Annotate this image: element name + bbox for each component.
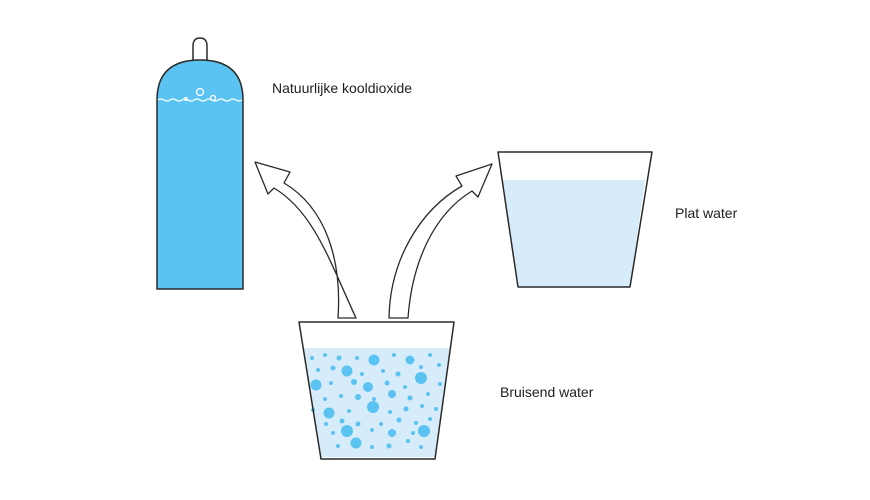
label-plain-water: Plat water — [675, 205, 738, 221]
bubble — [434, 407, 438, 411]
bubble — [339, 418, 345, 424]
bubble — [414, 421, 418, 425]
bubble — [388, 410, 392, 414]
bubble — [310, 356, 314, 360]
bubble — [350, 437, 362, 449]
glass-plain-water-icon — [497, 151, 653, 288]
bubble — [396, 417, 402, 423]
bubble — [368, 354, 380, 366]
bubble — [426, 392, 430, 396]
curved-arrow-icon — [254, 161, 357, 319]
bubble — [370, 428, 374, 432]
bubble — [405, 355, 415, 365]
bubble — [415, 372, 427, 384]
bubble — [438, 382, 442, 386]
bubble — [310, 379, 322, 391]
glass-sparkling-water-icon — [298, 321, 455, 460]
bubble — [395, 371, 401, 377]
bubble — [331, 431, 335, 435]
bubble — [419, 365, 423, 369]
bubble — [351, 379, 357, 385]
bubble — [386, 443, 392, 449]
bubble — [323, 353, 327, 357]
bubble — [341, 365, 353, 377]
bubble — [406, 439, 410, 443]
bubble — [379, 422, 383, 426]
bubble — [388, 390, 396, 398]
bubble — [339, 394, 343, 398]
bubble — [330, 365, 336, 371]
bubble — [381, 369, 385, 373]
bubble — [341, 425, 353, 437]
bubble — [324, 422, 328, 426]
bubble — [355, 356, 359, 360]
bubbles — [310, 353, 442, 449]
bubble — [347, 409, 351, 413]
bubble — [418, 425, 430, 437]
bubble — [363, 382, 373, 392]
bubble — [336, 444, 340, 448]
label-sparkling-water: Bruisend water — [500, 384, 594, 400]
bubble — [329, 381, 333, 385]
label-natural-co2: Natuurlijke kooldioxide — [272, 80, 413, 96]
bubble — [419, 445, 423, 449]
bubble — [360, 372, 364, 376]
curved-arrow-icon — [388, 163, 493, 319]
bubble — [420, 404, 424, 408]
bubble — [437, 363, 441, 367]
gas-cylinder-icon — [156, 37, 244, 290]
bubble — [316, 368, 320, 372]
bubble — [403, 406, 409, 412]
bubble — [323, 407, 335, 419]
bubble — [428, 353, 432, 357]
bubble — [407, 395, 413, 401]
bubble — [367, 401, 379, 413]
bubble — [323, 397, 327, 401]
bubble — [370, 445, 374, 449]
bubble — [403, 385, 407, 389]
bubble — [372, 397, 376, 401]
bubble — [388, 429, 396, 437]
bubble — [411, 431, 415, 435]
bubble — [428, 417, 432, 421]
bubble — [336, 355, 342, 361]
bubble — [392, 353, 396, 357]
bubble — [355, 394, 361, 400]
bubble — [384, 380, 390, 386]
bubble — [355, 421, 361, 427]
